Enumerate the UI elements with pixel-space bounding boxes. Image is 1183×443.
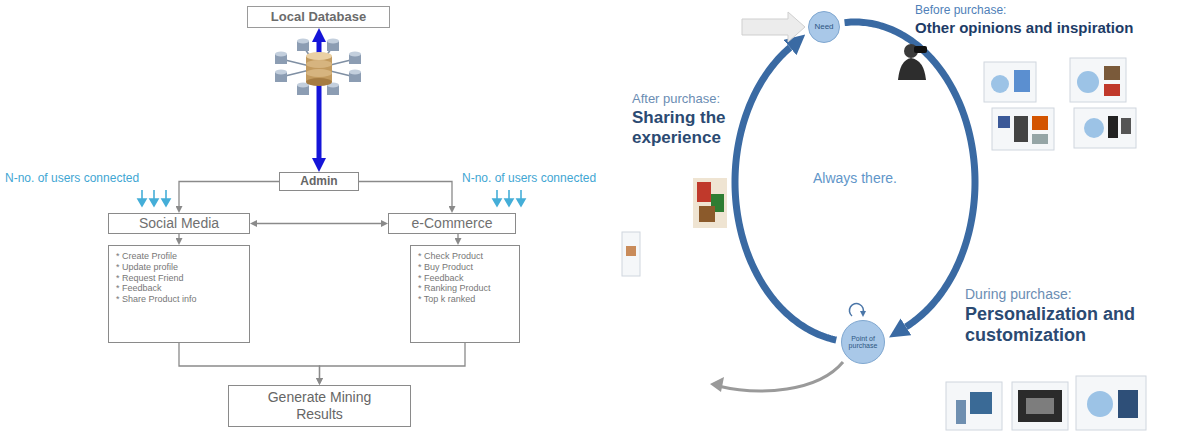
module-box: Social Media [108,213,250,234]
flow-connector [320,343,466,378]
user-arrows [138,190,525,206]
circle-shape [842,321,885,364]
flow-connector [178,234,179,238]
database-box: Local Database [247,6,390,28]
circle-shape [809,12,840,43]
feature-list-box: * Create Profile* Update profile* Reques… [108,245,250,343]
phase-heading: Before purchase: [915,4,1006,18]
stage-circle: Need [808,11,840,43]
flow-connector [179,343,320,378]
phase-title: Personalization and customization [965,304,1155,345]
flow-connector [359,182,452,207]
list-item: * Share Product info [116,294,197,305]
network-spokes [281,46,355,90]
list-item: * Ranking Product [418,283,491,294]
flow-connector [457,234,458,238]
list-item: * Check Product [418,251,483,262]
database-network-icon [275,39,361,96]
loop-arrow [849,304,866,317]
phase-title: Sharing the experience [632,108,732,147]
phase-title: Other opinions and inspiration [915,19,1133,36]
stage-circle: Point of purchase [841,320,885,364]
module-box: e-Commerce [388,213,516,234]
list-item: * Feedback [418,273,464,284]
user-count-note: N-no. of users connected [5,172,139,186]
shopping-photo [693,178,727,228]
list-item: * Top k ranked [418,294,475,305]
screenshot-thumbnails [622,58,1146,430]
exit-arrow [710,362,843,392]
phase-heading: During purchase: [965,286,1072,302]
user-count-note: N-no. of users connected [462,172,596,186]
entry-arrow [742,12,805,42]
database-nodes [275,39,361,96]
flow-connector [179,182,279,207]
result-box: Generate Mining Results [228,385,411,427]
cycle-center-text: Always there. [795,170,915,186]
feature-list-box: * Check Product* Buy Product* Feedback* … [410,245,520,343]
node-text: Social Media [139,215,219,232]
node-text: e-Commerce [412,215,493,232]
node-text: Need [814,23,833,31]
admin-box: Admin [279,172,359,191]
list-item: * Update profile [116,262,178,273]
phase-heading: After purchase: [632,92,720,107]
list-item: * Buy Product [418,262,473,273]
node-text: Local Database [271,9,366,25]
person-with-binoculars [898,44,927,80]
list-item: * Feedback [116,283,162,294]
node-text: Admin [300,174,337,188]
node-text: Generate Mining Results [259,389,380,423]
list-item: * Request Friend [116,273,184,284]
flow-connector [257,223,381,224]
node-text: Point of purchase [843,335,883,350]
cycle-arrow [735,48,836,341]
database-hub [306,52,332,86]
list-item: * Create Profile [116,251,177,262]
